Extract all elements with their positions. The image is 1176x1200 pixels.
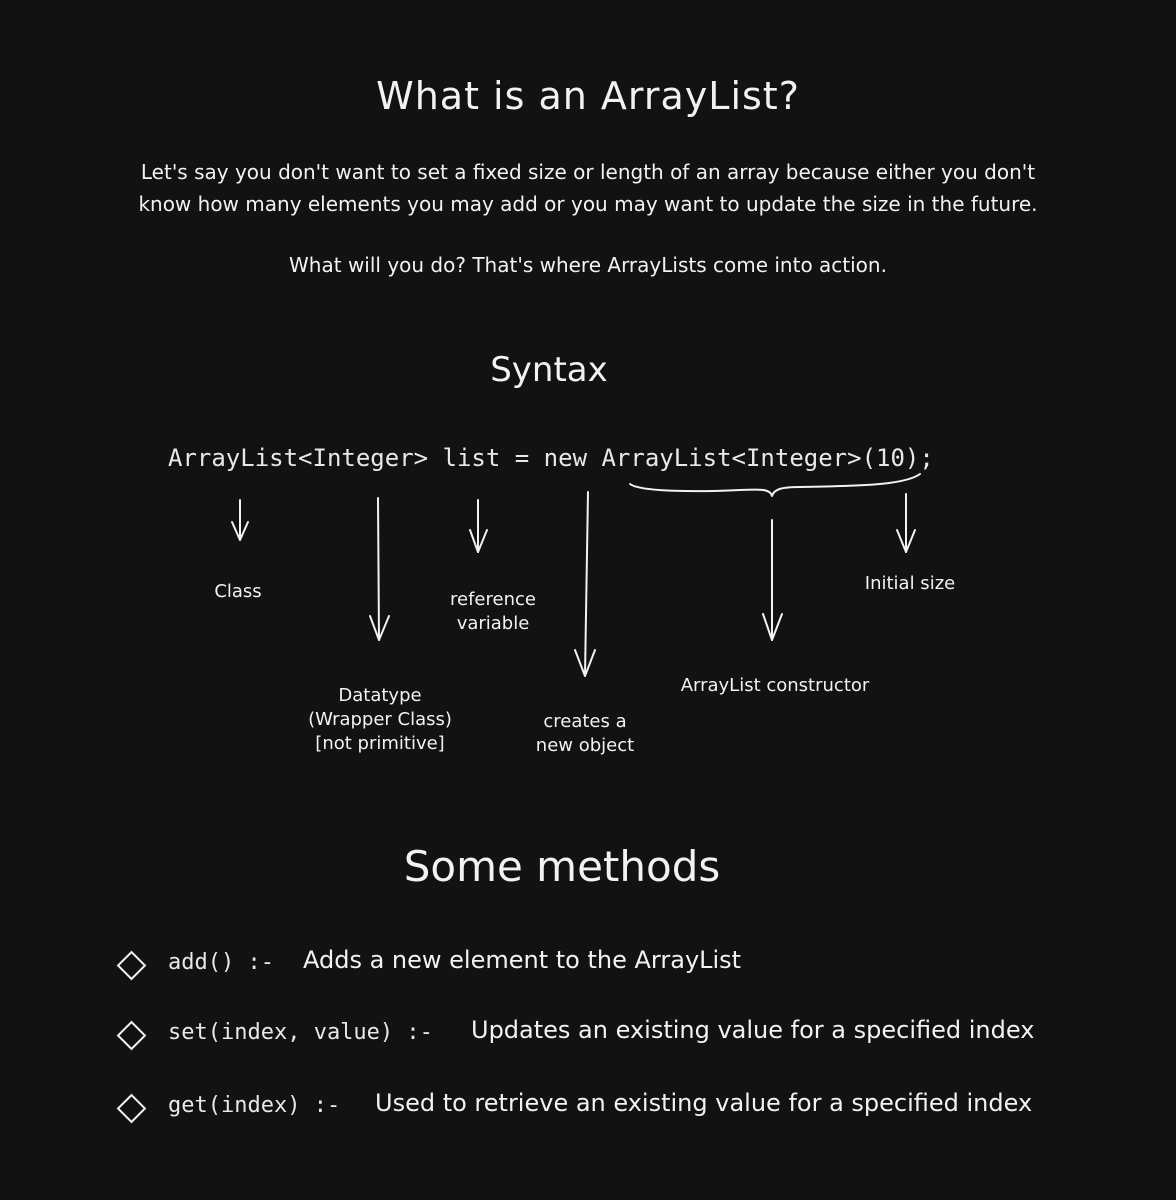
label-reference-variable: reference variable <box>428 588 558 636</box>
datatype-arrow <box>369 497 390 641</box>
new-object-arrow <box>574 491 596 677</box>
method-description: Adds a new element to the ArrayList <box>303 946 742 974</box>
method-signature: get(index) :- <box>168 1093 341 1118</box>
class-arrow <box>231 499 249 541</box>
label-initial-size: Initial size <box>864 573 956 594</box>
methods-heading: Some methods <box>403 842 721 891</box>
syntax-heading: Syntax <box>490 350 608 390</box>
method-signature: set(index, value) :- <box>168 1020 433 1045</box>
label-datatype-line-1: Datatype <box>338 685 422 706</box>
intro-question: What will you do? That's where ArrayList… <box>289 253 887 277</box>
constructor-arrow <box>762 519 783 641</box>
label-reference-line-2: variable <box>456 613 530 634</box>
constructor-brace <box>629 473 921 497</box>
label-class: Class <box>214 581 262 602</box>
label-reference-line-1: reference <box>450 589 536 610</box>
label-datatype-line-3: [not primitive] <box>315 733 445 754</box>
label-new-object-line-1: creates a <box>543 711 627 732</box>
syntax-code-line: ArrayList<Integer> list = new ArrayList<… <box>168 444 934 472</box>
label-new-object-line-2: new object <box>535 735 635 756</box>
intro-line-2: know how many elements you may add or yo… <box>138 192 1038 216</box>
reference-arrow <box>469 499 488 553</box>
intro-line-1: Let's say you don't want to set a fixed … <box>140 160 1036 184</box>
label-datatype: Datatype (Wrapper Class) [not primitive] <box>290 684 470 756</box>
page-title: What is an ArrayList? <box>376 74 800 118</box>
initial-size-arrow <box>896 493 916 553</box>
label-datatype-line-2: (Wrapper Class) <box>308 709 452 730</box>
label-new-object: creates a new object <box>515 710 655 758</box>
label-constructor: ArrayList constructor <box>680 675 870 696</box>
method-signature: add() :- <box>168 950 274 975</box>
method-description: Updates an existing value for a specifie… <box>471 1016 1035 1044</box>
method-description: Used to retrieve an existing value for a… <box>375 1089 1033 1117</box>
